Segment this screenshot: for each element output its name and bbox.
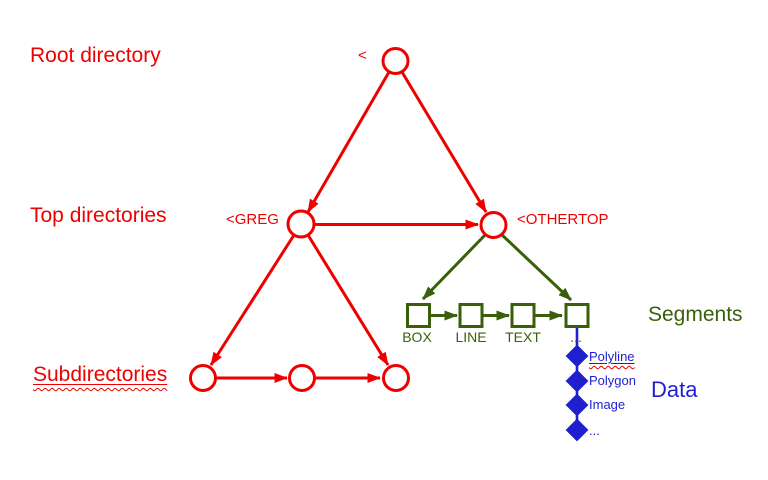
root-directory-label: Root directory [30, 44, 161, 67]
data-polyline-label: Polyline [589, 349, 635, 364]
data-image-label: Image [589, 397, 626, 412]
edge-greg-to-subdir1 [209, 234, 296, 366]
edge-othertop-to-segment-box [421, 232, 488, 301]
data-polyline-diamond [565, 344, 589, 368]
segment-line-label: LINE [455, 329, 487, 345]
data-label: Data [651, 377, 698, 402]
othertop-node-label: <OTHERTOP [517, 211, 609, 228]
data-polygon-label: Polygon [589, 373, 636, 388]
node-root-circle [381, 47, 410, 75]
node-othertop-circle [479, 211, 508, 239]
data-image-diamond [565, 393, 589, 417]
edge-root-to-othertop [400, 71, 488, 213]
segment-text-square [510, 303, 536, 328]
node-subdir2-circle [288, 364, 316, 392]
node-subdir3-circle [382, 364, 410, 392]
segment-box-square [406, 303, 431, 328]
segments-label: Segments [648, 303, 743, 326]
segment-more-square [564, 303, 590, 328]
segment-box-label: BOX [402, 329, 432, 345]
top-directories-label: Top directories [30, 204, 167, 227]
edge-root-to-greg [306, 71, 391, 213]
data-polygon-diamond [565, 369, 589, 393]
segment-line-square [458, 303, 484, 328]
data-more-label: ... [589, 423, 600, 438]
segment-text-label: TEXT [505, 329, 541, 345]
subdirectories-label: Subdirectories [33, 363, 168, 386]
node-greg-circle [286, 209, 316, 239]
edge-othertop-to-segment-last [499, 232, 573, 302]
node-subdir1-circle [189, 364, 217, 392]
data-more-diamond [565, 418, 589, 442]
root-node-label: < [358, 47, 367, 64]
segment-more-label: ... [570, 329, 582, 345]
edge-greg-to-subdir3 [306, 234, 390, 366]
greg-node-label: <GREG [226, 211, 279, 228]
